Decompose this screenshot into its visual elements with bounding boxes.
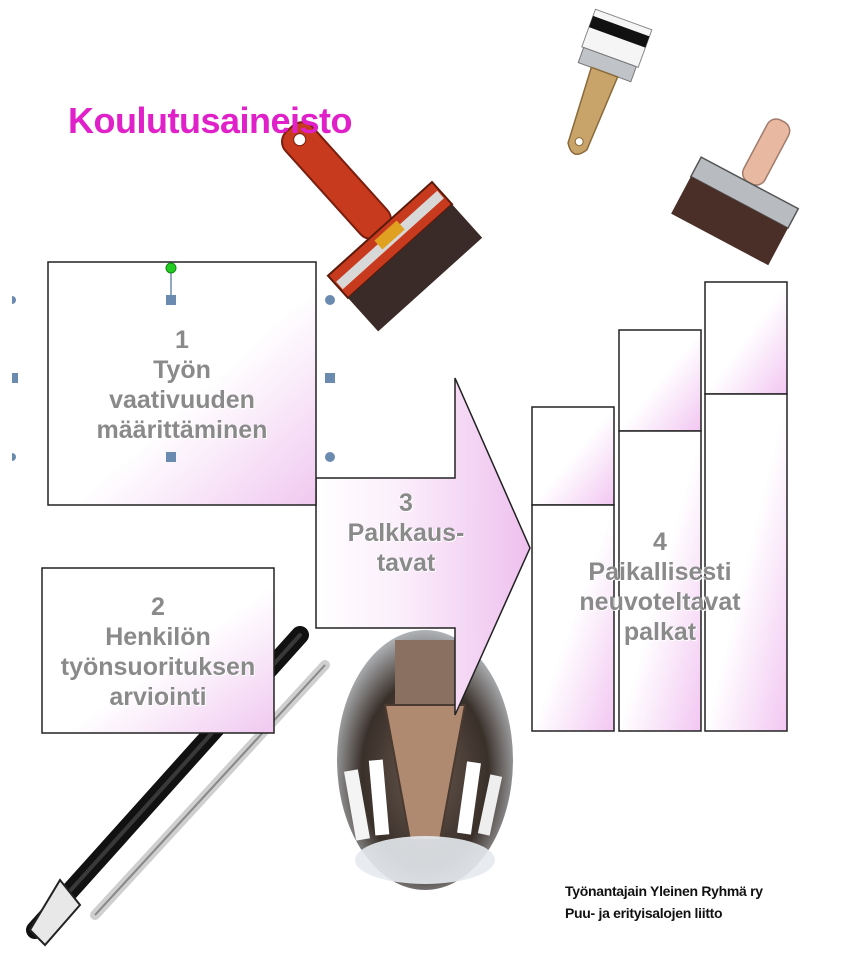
bar-2-top xyxy=(618,329,702,432)
step-1-label: 1 Työn vaativuuden määrittäminen xyxy=(48,300,316,470)
step-1-line-1: Työn xyxy=(153,356,211,384)
step-2-line-1: Henkilön xyxy=(105,623,211,651)
step-3-label: 3 Palkkaus- tavat xyxy=(316,478,496,588)
step-4-bars xyxy=(531,281,788,732)
step-4-number: 4 xyxy=(653,528,667,556)
bar-1-bottom xyxy=(531,504,615,732)
footer-line-1: Työnantajain Yleinen Ryhmä ry xyxy=(565,883,763,899)
footer-credits: Työnantajain Yleinen Ryhmä ry Puu- ja er… xyxy=(565,880,763,925)
step-3-number: 3 xyxy=(399,489,413,517)
page-title: Koulutusaineisto xyxy=(68,100,353,141)
step-2-line-3: arviointi xyxy=(109,683,207,711)
step-4-label: 4 Paikallisesti neuvoteltavat palkat xyxy=(560,512,760,662)
step-1-box[interactable] xyxy=(47,261,317,506)
selection-handles[interactable] xyxy=(12,262,335,462)
step-3-arrow xyxy=(315,377,531,716)
step-4-line-3: palkat xyxy=(623,618,697,646)
step-4-line-1: Paikallisesti xyxy=(588,558,732,586)
step-2-number: 2 xyxy=(151,593,165,621)
paint-brush-red-icon xyxy=(281,121,483,332)
step-1-number: 1 xyxy=(175,326,189,354)
bar-3-bottom xyxy=(704,393,788,732)
machine-photo-icon xyxy=(337,630,513,890)
step-3-line-2: tavat xyxy=(376,549,436,577)
paint-brush-pink-icon xyxy=(671,118,800,266)
footer-line-2: Puu- ja erityisalojen liitto xyxy=(565,905,723,922)
step-1-line-2: vaativuuden xyxy=(109,386,255,414)
bar-2-bottom xyxy=(618,430,702,732)
bar-3-top xyxy=(704,281,788,395)
rotation-handle xyxy=(165,262,177,274)
step-2-label: 2 Henkilön työnsuorituksen arviointi xyxy=(42,572,274,732)
step-3-line-1: Palkkaus- xyxy=(347,519,465,547)
step-1-line-3: määrittäminen xyxy=(96,416,268,444)
step-4-line-2: neuvoteltavat xyxy=(579,588,741,616)
paint-brush-wood-icon xyxy=(567,8,653,156)
bar-1-top xyxy=(531,406,615,506)
step-2-box xyxy=(41,567,275,734)
step-2-line-2: työnsuorituksen xyxy=(60,653,256,681)
